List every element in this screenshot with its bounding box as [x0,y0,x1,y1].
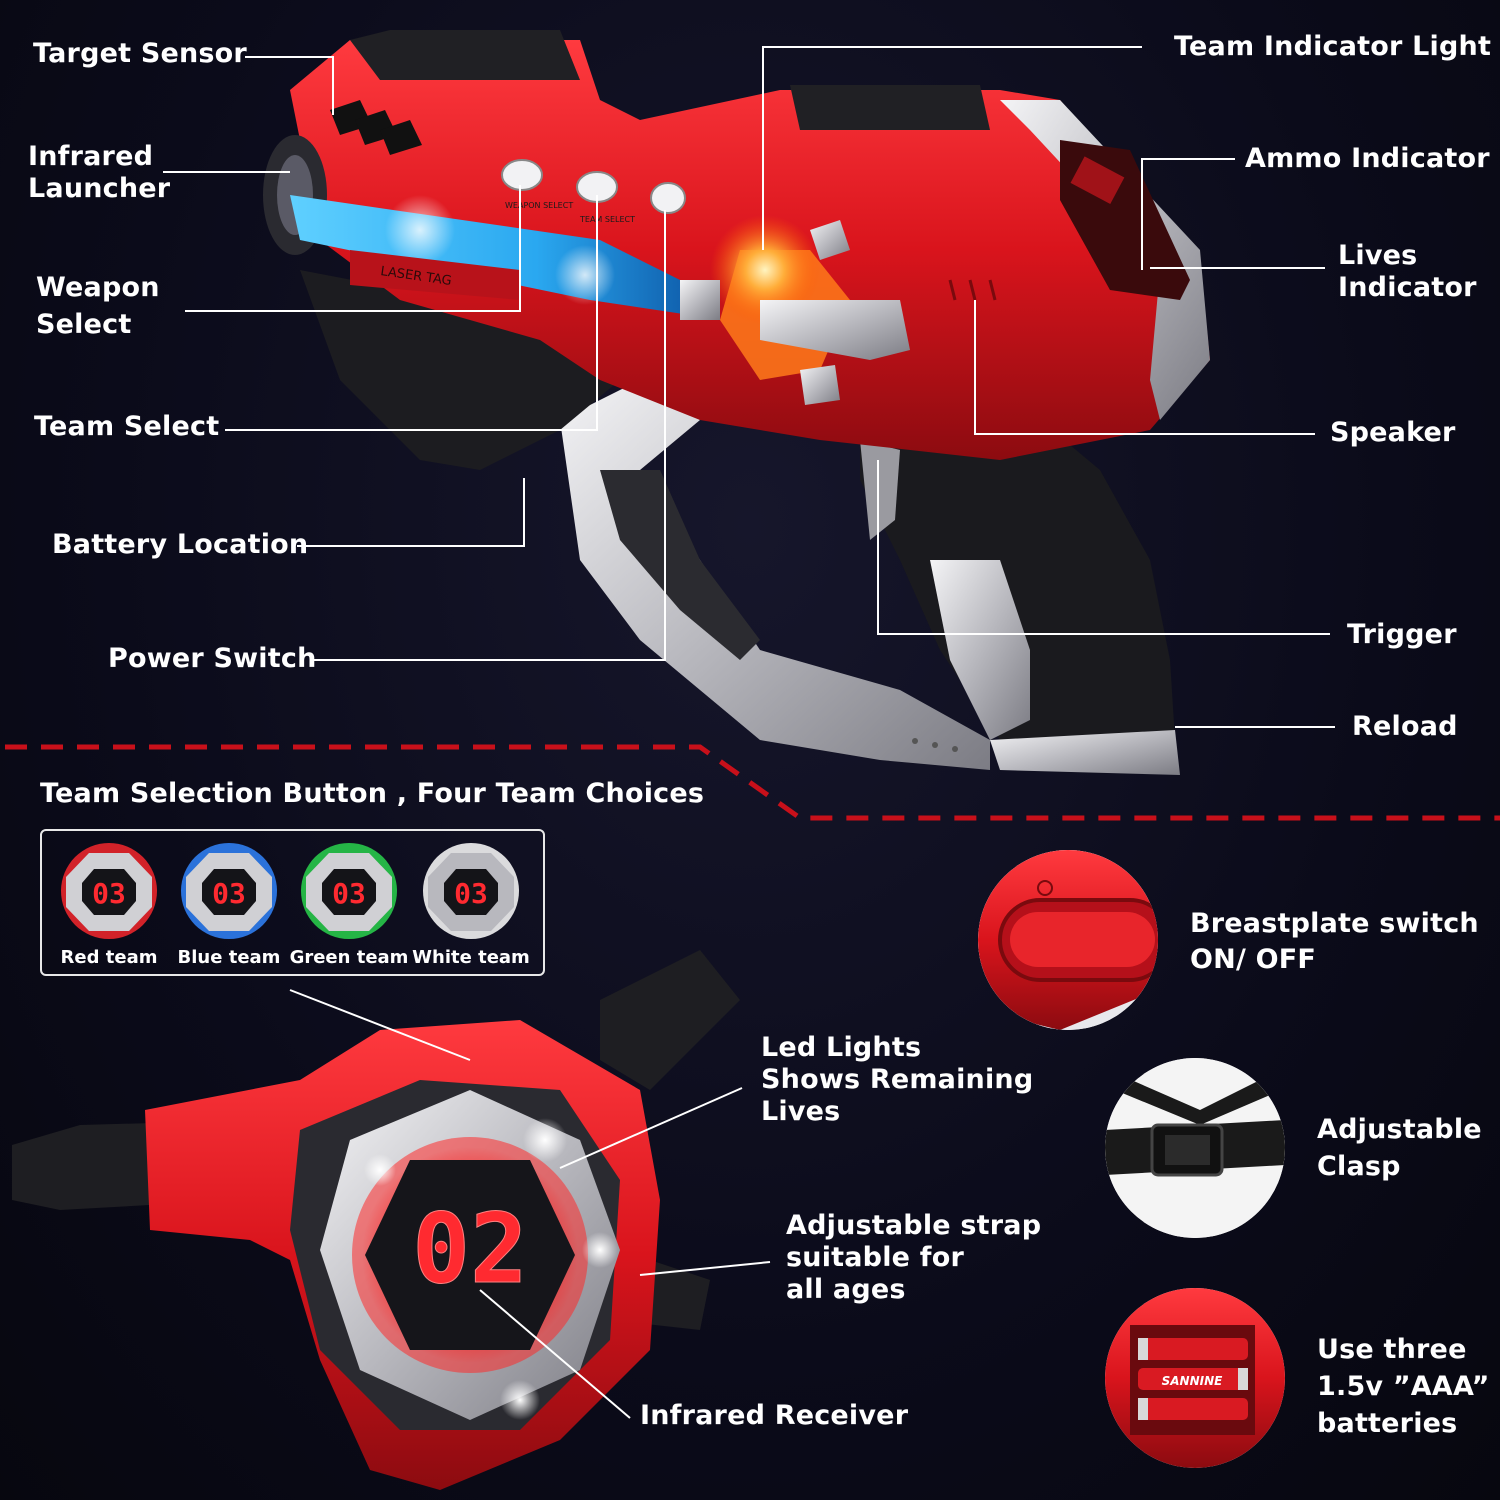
label-target-sensor: Target Sensor [33,38,247,69]
label-adjustable-clasp-line1: Adjustable [1317,1114,1482,1145]
label-batteries-line2: 1.5v ”AAA” [1317,1371,1490,1402]
breastplate-switch-photo [978,850,1158,1030]
label-breastplate-switch: Breastplate switch ON/ OFF [1190,906,1479,978]
label-power-switch: Power Switch [108,643,317,674]
label-lives-indicator-line1: Lives [1338,240,1418,271]
team-display-blue: 03 [212,877,246,910]
label-adjustable-strap-line1: Adjustable strap [786,1210,1042,1241]
label-weapon-select: Weapon Select [36,269,160,343]
label-team-select: Team Select [34,411,220,442]
team-display-white: 03 [454,877,488,910]
label-weapon-select-line1: Weapon [36,272,160,303]
label-lives-indicator-line2: Indicator [1338,272,1477,303]
label-team-indicator-light: Team Indicator Light [1174,31,1492,62]
team-option-red: 03 Red team [54,839,164,968]
weapon-select-marking: WEAPON SELECT [505,201,573,210]
label-battery-location: Battery Location [52,529,309,560]
team-option-white: 03 White team [412,839,530,968]
label-led-lights-line3: Lives [761,1096,841,1127]
team-badge-green: 03 [301,843,397,939]
section-divider [5,744,1500,821]
label-infrared-launcher: Infrared Launcher [28,141,170,205]
gun-callout-lines [163,46,1335,728]
team-select-marking: TEAM SELECT [579,215,635,224]
label-infrared-receiver: Infrared Receiver [640,1400,909,1431]
label-led-lights-line2: Shows Remaining [761,1064,1034,1095]
label-weapon-select-line2: Select [36,309,132,340]
label-batteries: Use three 1.5v ”AAA” batteries [1317,1331,1490,1442]
label-adjustable-clasp-line2: Clasp [1317,1151,1401,1182]
label-ammo-indicator: Ammo Indicator [1245,143,1490,174]
label-lives-indicator: Lives Indicator [1338,240,1477,304]
battery-brand: SANNINE [1162,1374,1224,1388]
label-infrared-launcher-line1: Infrared [28,141,154,172]
vest-callout-lines [289,989,771,1419]
label-batteries-line3: batteries [1317,1408,1458,1439]
team-display-green: 03 [332,877,366,910]
label-batteries-line1: Use three [1317,1334,1467,1365]
label-led-lights: Led Lights Shows Remaining Lives [761,1032,1033,1128]
label-trigger: Trigger [1347,619,1457,650]
batteries-photo [1105,1288,1285,1468]
label-breastplate-switch-line1: Breastplate switch [1190,908,1479,939]
vest-illustration [12,950,740,1490]
label-breastplate-switch-line2: ON/ OFF [1190,944,1317,975]
team-badge-white: 03 [423,843,519,939]
team-option-green: 03 Green team [290,839,408,968]
label-speaker: Speaker [1330,417,1456,448]
team-choices-panel: 03 Red team 03 Blue team 03 Green team [40,829,545,976]
label-adjustable-strap-line2: suitable for [786,1242,964,1273]
laser-gun-illustration [263,30,1210,775]
team-name-red: Red team [60,947,158,968]
label-adjustable-clasp: Adjustable Clasp [1317,1111,1482,1185]
team-badge-blue: 03 [181,843,277,939]
team-section-title: Team Selection Button , Four Team Choice… [40,778,705,809]
label-adjustable-strap: Adjustable strap suitable for all ages [786,1210,1041,1306]
team-display-red: 03 [92,877,126,910]
team-name-green: Green team [289,947,409,968]
team-option-blue: 03 Blue team [174,839,284,968]
vest-lives-display: 02 [412,1193,528,1305]
label-reload: Reload [1352,711,1458,742]
label-infrared-launcher-line2: Launcher [28,173,171,204]
team-name-blue: Blue team [177,947,281,968]
adjustable-clasp-photo [1105,1058,1285,1238]
label-led-lights-line1: Led Lights [761,1032,922,1063]
team-name-white: White team [412,947,530,968]
label-adjustable-strap-line3: all ages [786,1274,906,1305]
team-badge-red: 03 [61,843,157,939]
